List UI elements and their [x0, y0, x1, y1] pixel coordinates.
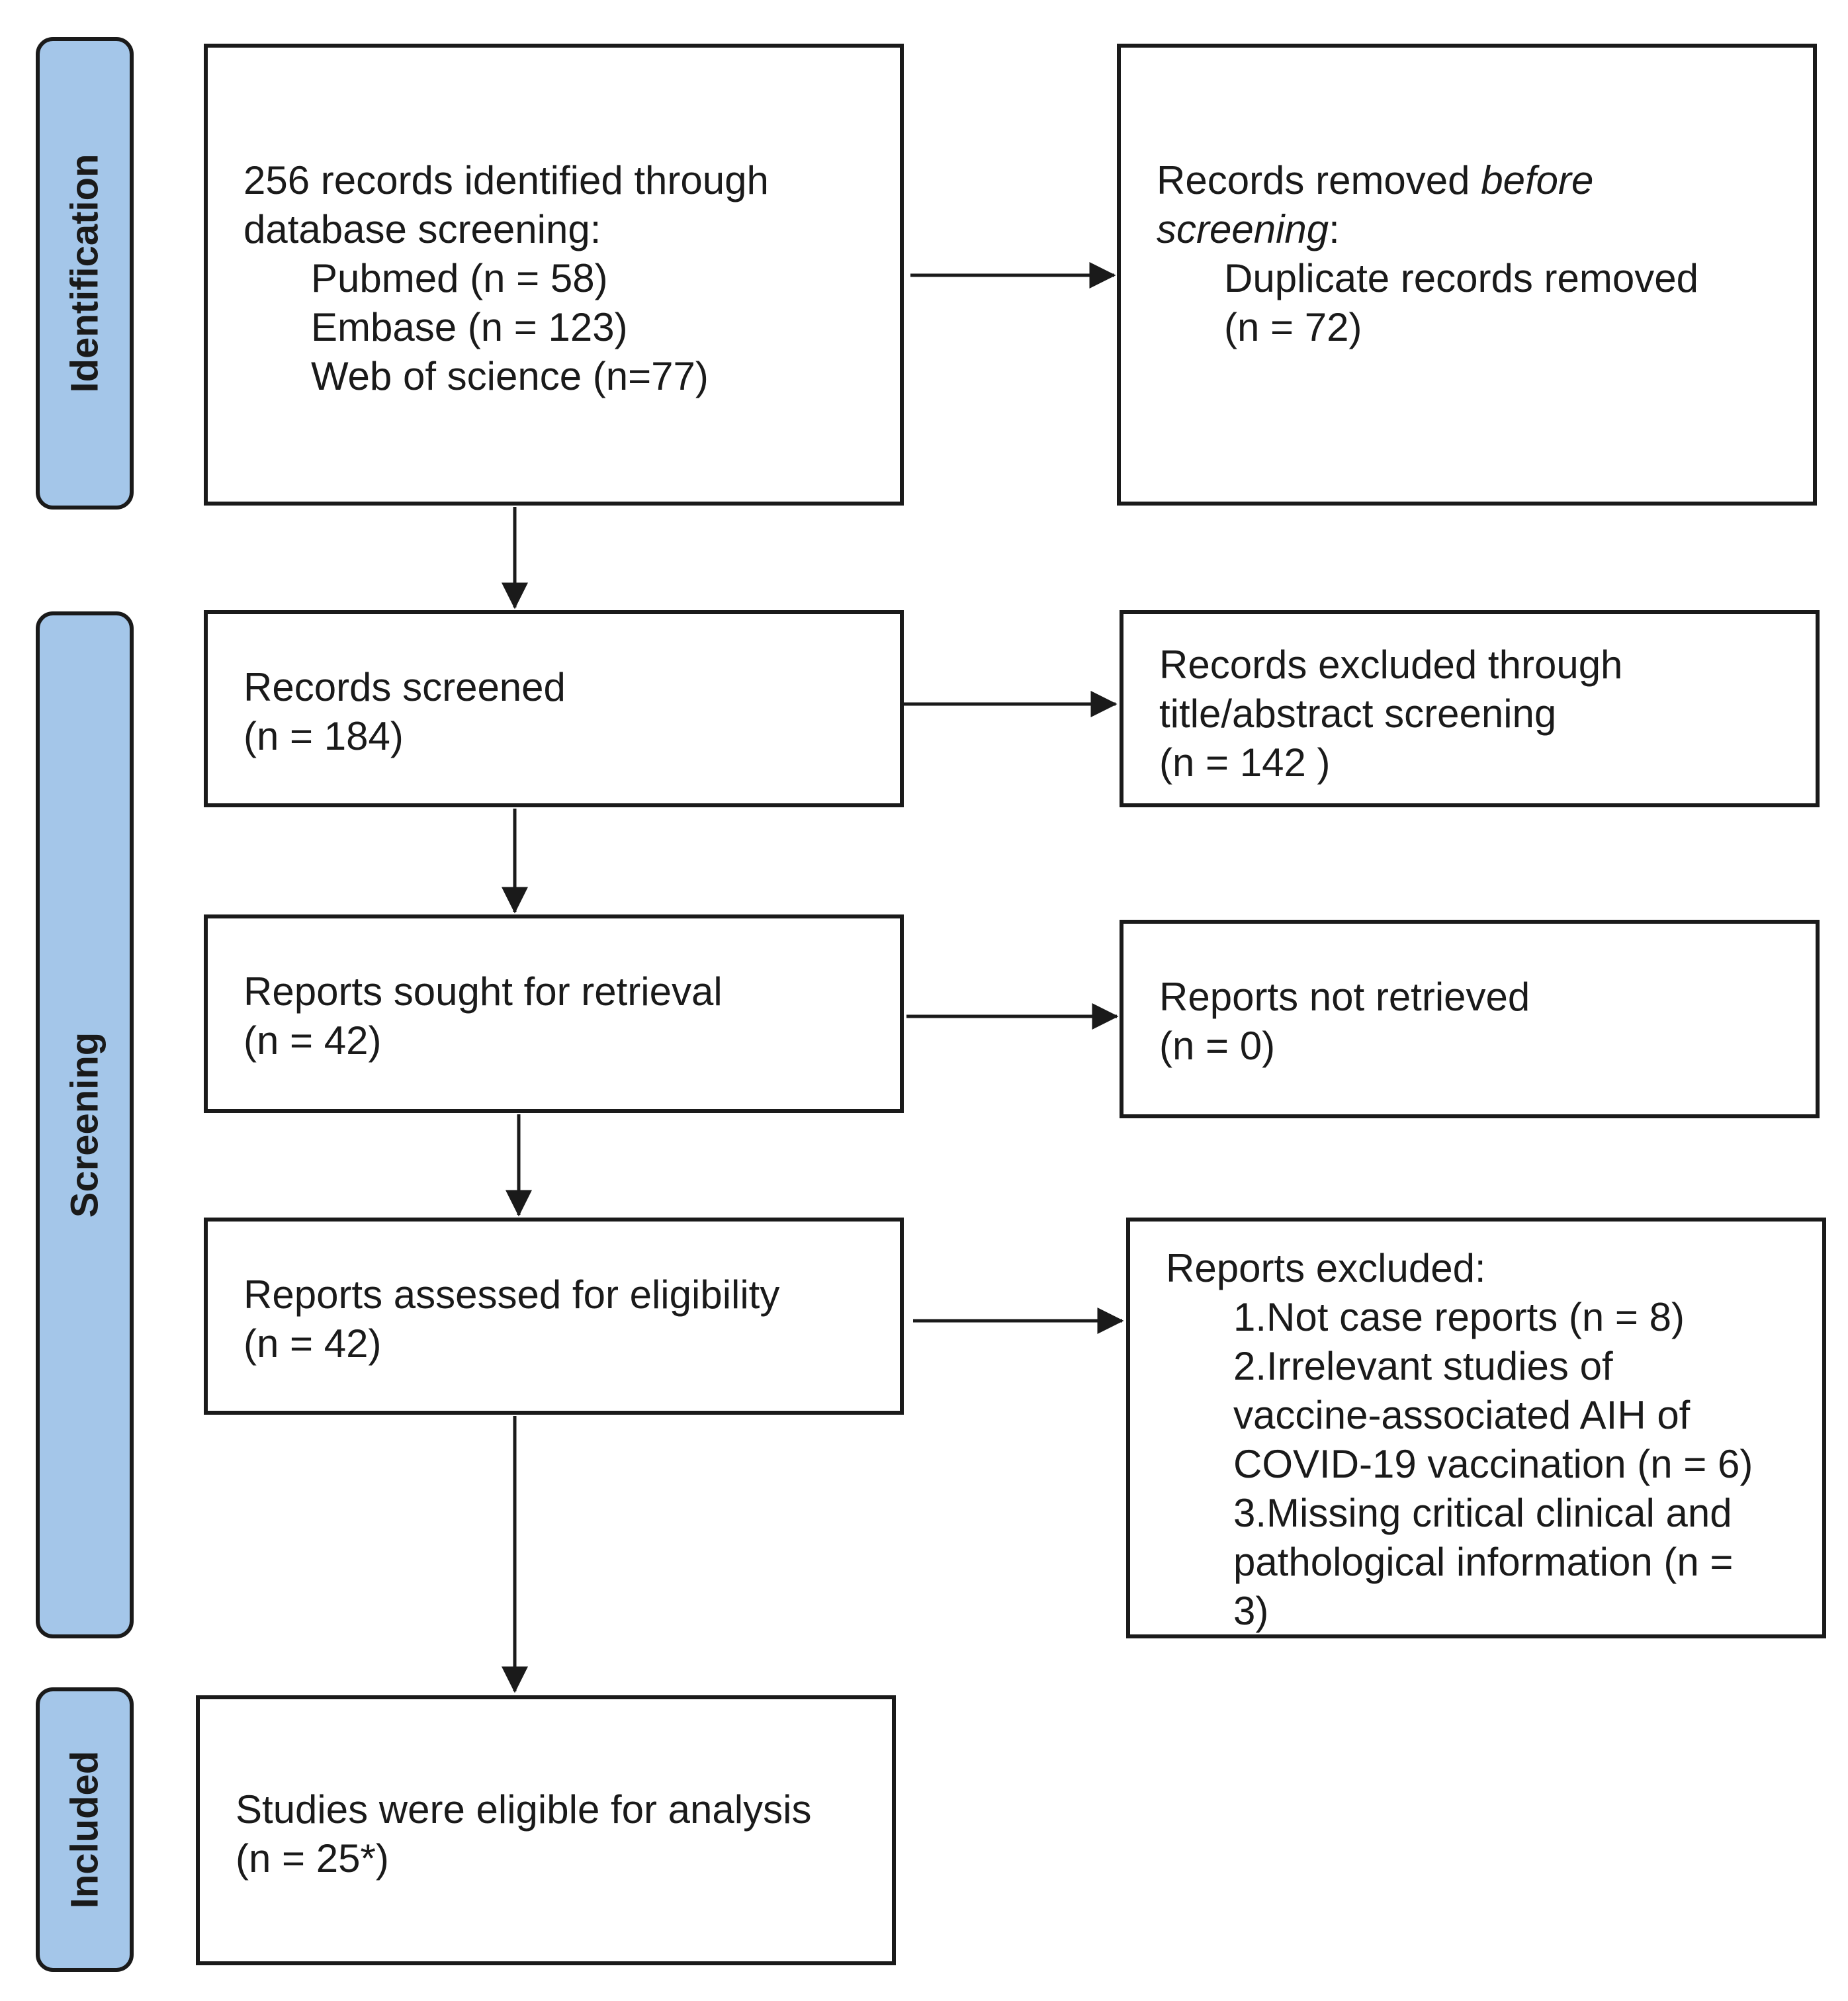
- reports-excluded-reason-3c: 3): [1233, 1589, 1269, 1633]
- included-line-2: (n = 25*): [236, 1836, 389, 1881]
- excluded-line-3: (n = 142 ): [1159, 740, 1331, 785]
- removed-colon: :: [1329, 207, 1340, 251]
- phase-screening: Screening: [36, 611, 134, 1638]
- reports-excluded-reason-3b: pathological information (n =: [1233, 1540, 1734, 1584]
- records-identified-box: 256 records identified through database …: [204, 44, 904, 506]
- identified-embase: Embase (n = 123): [311, 305, 628, 349]
- not-retrieved-line-2: (n = 0): [1159, 1024, 1276, 1068]
- excluded-line-1: Records excluded through: [1159, 643, 1623, 687]
- phase-identification: Identification: [36, 37, 134, 510]
- identified-web-of-science: Web of science (n=77): [311, 354, 709, 398]
- sought-line-2: (n = 42): [243, 1018, 382, 1063]
- reports-excluded-reason-3a: 3.Missing critical clinical and: [1233, 1491, 1732, 1535]
- excluded-line-2: title/abstract screening: [1159, 691, 1557, 736]
- records-excluded-box: Records excluded through title/abstract …: [1120, 610, 1820, 807]
- reports-excluded-title: Reports excluded:: [1166, 1246, 1486, 1290]
- reports-excluded-reason-1: 1.Not case reports (n = 8): [1233, 1295, 1685, 1339]
- records-screened-box: Records screened (n = 184): [204, 610, 904, 807]
- identified-line-1: 256 records identified through: [243, 158, 769, 202]
- screened-line-2: (n = 184): [243, 714, 404, 758]
- studies-included-box: Studies were eligible for analysis (n = …: [196, 1695, 896, 1965]
- reports-excluded-reason-2a: 2.Irrelevant studies of: [1233, 1344, 1613, 1388]
- not-retrieved-line-1: Reports not retrieved: [1159, 975, 1530, 1019]
- removed-before: before: [1481, 158, 1594, 202]
- reports-excluded-reason-2b: vaccine-associated AIH of: [1233, 1393, 1691, 1437]
- removed-line-2: screening:: [1157, 205, 1698, 254]
- reports-not-retrieved-box: Reports not retrieved (n = 0): [1120, 920, 1820, 1118]
- identified-line-2: database screening:: [243, 207, 601, 251]
- assessed-line-2: (n = 42): [243, 1321, 382, 1366]
- removed-screening: screening: [1157, 207, 1329, 251]
- removed-count: (n = 72): [1224, 305, 1362, 349]
- removed-duplicates: Duplicate records removed: [1224, 256, 1698, 300]
- sought-line-1: Reports sought for retrieval: [243, 969, 723, 1014]
- assessed-line-1: Reports assessed for eligibility: [243, 1272, 780, 1317]
- reports-excluded-box: Reports excluded: 1.Not case reports (n …: [1126, 1218, 1826, 1638]
- reports-assessed-box: Reports assessed for eligibility (n = 42…: [204, 1218, 904, 1415]
- removed-line-1: Records removed before: [1157, 156, 1698, 205]
- reports-excluded-reason-2c: COVID-19 vaccination (n = 6): [1233, 1442, 1753, 1486]
- identified-pubmed: Pubmed (n = 58): [311, 256, 608, 300]
- removed-prefix: Records removed: [1157, 158, 1481, 202]
- included-line-1: Studies were eligible for analysis: [236, 1787, 812, 1832]
- phase-included: Included: [36, 1687, 134, 1972]
- records-removed-box: Records removed before screening: Duplic…: [1117, 44, 1817, 506]
- screened-line-1: Records screened: [243, 665, 566, 709]
- reports-sought-box: Reports sought for retrieval (n = 42): [204, 914, 904, 1113]
